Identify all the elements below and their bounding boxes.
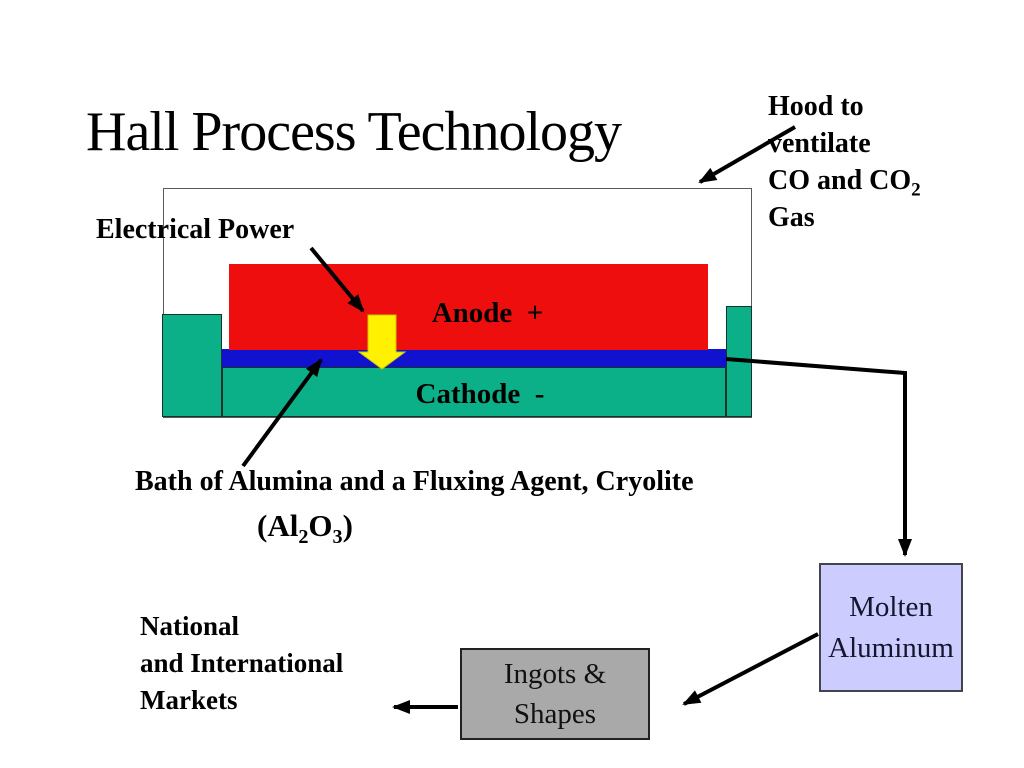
ingots-box-line1: Ingots &: [503, 658, 607, 690]
anode-block: Anode +: [229, 264, 708, 350]
cathode-label: Cathode -: [415, 377, 545, 410]
molten-box-line2: Aluminum: [828, 631, 954, 664]
bath-description-label: Bath of Alumina and a Fluxing Agent, Cry…: [135, 466, 694, 497]
molten-aluminum-box: Molten Aluminum: [819, 563, 963, 692]
ingots-shapes-box: Ingots & Shapes: [460, 648, 650, 740]
alumina-formula-label: (Al2O3): [257, 508, 353, 549]
hood-label-line1: Hood to: [768, 91, 864, 122]
cathode-wall-right: [726, 306, 752, 417]
markets-label: National and International Markets: [140, 608, 420, 719]
bath-layer: [222, 349, 726, 367]
slide-title: Hall Process Technology: [86, 100, 622, 163]
cathode-wall-left: [162, 314, 222, 417]
molten-box-line1: Molten: [849, 590, 933, 623]
hood-label-line4: Gas: [768, 202, 815, 233]
anode-label: Anode +: [431, 296, 544, 329]
hood-label-line2: ventilate: [768, 128, 871, 159]
hood-label-line3: CO and CO2: [768, 165, 921, 201]
cathode-block: Cathode -: [222, 367, 726, 417]
markets-label-line3: Markets: [140, 685, 238, 715]
electrical-power-label: Electrical Power: [96, 214, 295, 245]
markets-label-line2: and International: [140, 648, 344, 678]
markets-label-line1: National: [140, 611, 240, 641]
hood-outline-rect: [163, 188, 752, 418]
molten-feed-arrow: [725, 357, 912, 557]
hood-ventilation-label: Hood to ventilate CO and CO2 Gas: [768, 88, 978, 236]
molten-to-ingots-arrow: [682, 632, 819, 706]
ingots-box-line2: Shapes: [513, 698, 597, 730]
